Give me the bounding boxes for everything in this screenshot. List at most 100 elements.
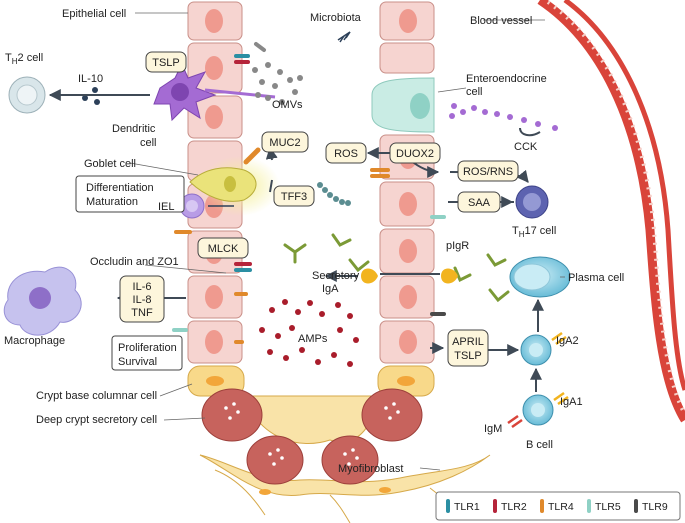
label-omvs: OMVs [272,99,303,111]
label-crypt-base-columnar: Crypt base columnar cell [36,390,157,402]
label-blood-vessel: Blood vessel [470,15,532,27]
label-maturation: Maturation [86,196,138,208]
label-th2-prefix: T [5,52,12,64]
label-enteroendocrine-line1: Enteroendocrine [466,73,547,85]
label-duox2: DUOX2 [396,148,434,160]
blood-vessel [537,0,685,423]
legend-label-tlr2: TLR2 [501,501,527,513]
legend-label-tlr1: TLR1 [454,501,480,513]
label-iga2: IgA2 [556,335,579,347]
label-enteroendocrine-line2: cell [466,86,483,98]
label-tnf: TNF [131,307,153,319]
prolif-box [111,335,183,371]
label-amps: AMPs [298,333,328,345]
il10-molecules [82,87,100,105]
label-igm: IgM [484,423,502,435]
label-deep-crypt-secretory: Deep crypt secretory cell [36,414,157,426]
label-dendritic-line2: cell [140,137,157,149]
label-microbiota: Microbiota [310,12,362,24]
label-th17-sub: H [519,230,525,239]
legend-swatch-tlr9 [634,499,638,513]
legend-swatch-tlr4 [540,499,544,513]
microbiota [337,31,351,43]
ros-rns-box [457,160,519,182]
legend-items: TLR1 TLR2 TLR4 TLR5 TLR9 [446,499,668,513]
ros-box [325,142,367,164]
label-proliferation: Proliferation [118,342,177,354]
mlck-box [197,237,249,259]
april-tslp-box [447,329,489,367]
label-macrophage: Macrophage [4,335,65,347]
legend-label-tlr5: TLR5 [595,501,621,513]
label-ros-rns: ROS/RNS [463,166,513,178]
label-tff3: TFF3 [281,191,307,203]
legend-label-tlr4: TLR4 [548,501,574,513]
amps-molecules [259,299,359,367]
iga2-cell [520,331,567,366]
label-differentiation: Differentiation [86,182,154,194]
crypt-base [201,388,423,485]
label-th17-suffix: 17 cell [525,225,557,237]
enteroendocrine-cell [371,77,435,133]
label-myofibroblast: Myofibroblast [338,463,403,475]
label-th17-prefix: T [512,225,519,237]
th2-cell [8,76,46,114]
label-th2-cell: TH2 cell [5,52,43,66]
legend-swatch-tlr5 [587,499,591,513]
label-b-cell: B cell [526,439,553,451]
label-th2-sub: H [12,57,18,66]
diff-box [75,175,185,213]
macrophage [3,266,82,336]
label-th17-cell: TH17 cell [512,225,556,239]
th17-cell [515,185,549,219]
tff3-box [273,185,315,207]
label-muc2: MUC2 [269,137,300,149]
label-secretory-iga-line1: Secretory [312,270,360,282]
legend-label-tlr9: TLR9 [642,501,668,513]
tlr-receptors-left [172,42,266,344]
omvs [252,62,303,105]
label-secretory-iga-line2: IgA [322,283,339,295]
label-goblet-cell: Goblet cell [84,158,136,170]
duox2-box [389,142,441,164]
bacterium-chain [317,182,351,206]
label-pigr: pIgR [446,240,469,252]
label-il10: IL-10 [78,73,103,85]
tlr-receptors-right [370,168,446,316]
goblet-cell [189,147,280,216]
legend-swatch-tlr1 [446,499,450,513]
label-mlck: MLCK [208,243,239,255]
tslp-box [145,51,187,73]
b-cell [507,391,569,429]
right-epithelium [379,1,435,364]
label-plasma-cell: Plasma cell [568,272,624,284]
label-iga1: IgA1 [560,396,583,408]
dendritic-cell [153,62,276,122]
leader-lines [129,12,565,471]
label-april: APRIL [452,336,484,348]
muc2-box [261,131,309,153]
label-epithelial-cell: Epithelial cell [62,8,126,20]
label-survival: Survival [118,356,157,368]
plasma-cell [509,256,571,298]
label-ros: ROS [334,148,358,160]
label-il6: IL-6 [133,281,152,293]
secretory-iga-molecules [283,233,510,303]
cck-molecules [449,103,558,131]
label-il8: IL-8 [133,294,152,306]
label-tslp: TSLP [152,57,180,69]
label-iel: IEL [158,201,175,213]
label-saa: SAA [468,197,491,209]
label-dendritic-line1: Dendritic [112,123,156,135]
iel-cell [179,193,234,219]
label-occludin-zo1: Occludin and ZO1 [90,256,179,268]
label-th2-suffix: 2 cell [18,52,44,64]
label-tslp2: TSLP [454,350,482,362]
label-cck: CCK [514,141,538,153]
pigr-receptors [361,268,458,284]
cytokine-box [119,275,165,323]
legend-swatch-tlr2 [493,499,497,513]
tlr-legend: TLR1 TLR2 TLR4 TLR5 TLR9 [435,491,681,521]
